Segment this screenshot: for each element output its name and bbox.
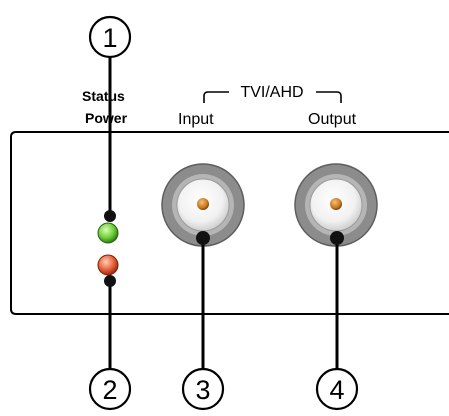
callout-3-number: 3 (195, 375, 210, 405)
callout-4-number: 4 (329, 375, 344, 405)
output-bnc-connector (294, 163, 378, 247)
callout-1: 1 (88, 15, 132, 59)
callout-2: 2 (88, 367, 132, 411)
leader-dot-2 (104, 275, 116, 287)
tvi-ahd-label: TVI/AHD (240, 84, 303, 101)
callout-1-number: 1 (102, 23, 117, 53)
input-bnc-connector (161, 163, 245, 247)
power-led (97, 254, 119, 276)
output-label: Output (308, 111, 357, 128)
status-led (97, 222, 119, 244)
leader-dot-3 (196, 231, 210, 245)
callout-2-number: 2 (102, 375, 117, 405)
tvi-ahd-bracket (203, 91, 342, 103)
power-label: Power (85, 110, 128, 126)
input-label: Input (178, 111, 214, 128)
callout-3: 3 (181, 367, 225, 411)
leader-dot-1 (104, 210, 116, 222)
callout-4: 4 (315, 367, 359, 411)
leader-dot-4 (330, 231, 344, 245)
status-label: Status (82, 88, 125, 104)
